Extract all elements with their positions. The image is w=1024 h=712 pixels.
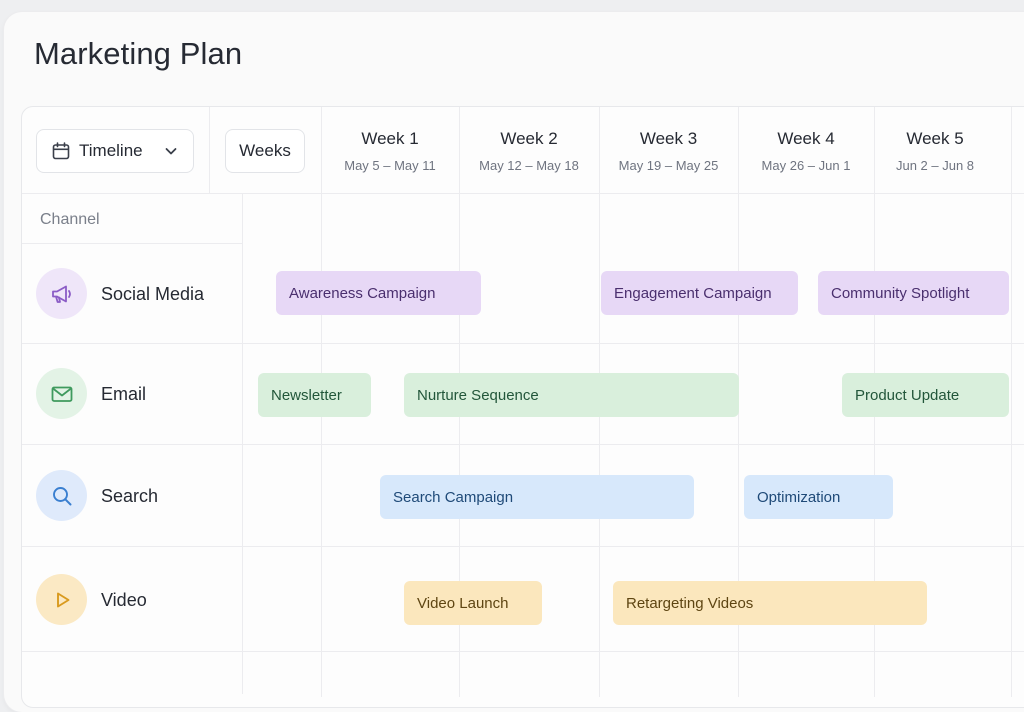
week-header-5[interactable]: Week 5 Jun 2 – Jun 8: [874, 129, 996, 173]
mail-icon: [36, 368, 87, 419]
calendar-icon: [52, 142, 70, 160]
week-label: Week 1: [361, 129, 419, 148]
task-awareness-campaign[interactable]: Awareness Campaign: [276, 271, 481, 315]
week-header-3[interactable]: Week 3 May 19 – May 25: [599, 129, 738, 173]
week-header-1[interactable]: Week 1 May 5 – May 11: [321, 129, 459, 173]
week-label: Week 2: [500, 129, 558, 148]
channel-label-email: Email: [101, 384, 147, 404]
week-dates: May 19 – May 25: [618, 158, 719, 173]
grid-line: [209, 107, 210, 193]
task-optimization[interactable]: Optimization: [744, 475, 893, 519]
week-dates: Jun 2 – Jun 8: [895, 158, 975, 173]
channel-column-header: Channel: [40, 211, 100, 228]
grid-line: [22, 343, 1024, 344]
week-label: Week 4: [777, 129, 835, 148]
week-header-4[interactable]: Week 4 May 26 – Jun 1: [738, 129, 874, 173]
grid-line: [22, 193, 1024, 194]
grid-line: [22, 651, 1024, 652]
weeks-button[interactable]: Weeks: [225, 129, 305, 173]
task-community-spotlight[interactable]: Community Spotlight: [818, 271, 1009, 315]
channel-label-search: Search: [101, 486, 159, 506]
week-label: Week 5: [906, 129, 964, 148]
week-dates: May 26 – Jun 1: [761, 158, 851, 173]
task-nurture-sequence[interactable]: Nurture Sequence: [404, 373, 739, 417]
search-icon: [36, 470, 87, 521]
page-title: Marketing Plan: [34, 36, 243, 71]
task-product-update[interactable]: Product Update: [842, 373, 1009, 417]
grid-line: [22, 546, 1024, 547]
channel-label-social-media: Social Media: [101, 284, 205, 304]
channel-label-video: Video: [101, 590, 147, 610]
grid-line: [1011, 107, 1012, 697]
task-search-campaign[interactable]: Search Campaign: [380, 475, 694, 519]
week-label: Week 3: [639, 129, 698, 148]
grid-line: [22, 243, 242, 244]
week-header-2[interactable]: Week 2 May 12 – May 18: [459, 129, 599, 173]
week-dates: May 5 – May 11: [344, 158, 436, 173]
task-retargeting-videos[interactable]: Retargeting Videos: [613, 581, 927, 625]
grid-line: [22, 444, 1024, 445]
task-engagement-campaign[interactable]: Engagement Campaign: [601, 271, 798, 315]
task-newsletter[interactable]: Newsletter: [258, 373, 371, 417]
play-icon: [36, 574, 87, 625]
chevron-down-icon: [165, 148, 177, 155]
view-select[interactable]: Timeline: [36, 129, 194, 173]
view-select-label: Timeline: [79, 141, 143, 160]
week-dates: May 12 – May 18: [479, 158, 579, 173]
megaphone-icon: [36, 268, 87, 319]
task-video-launch[interactable]: Video Launch: [404, 581, 542, 625]
